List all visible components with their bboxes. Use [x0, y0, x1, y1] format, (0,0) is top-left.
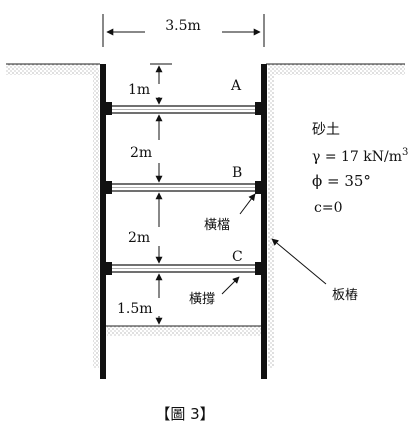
strut-c [101, 262, 266, 275]
strut-a [101, 102, 266, 115]
sheet-pile-label: 板樁 [332, 288, 358, 303]
depth-bottom-label: 1.5m [117, 301, 153, 317]
spacing-ab-label: 2m [130, 145, 152, 161]
width-label: 3.5m [165, 18, 201, 34]
depth-dimensions [150, 63, 172, 325]
soil-name: 砂土 [312, 122, 340, 138]
waler-arrow [239, 193, 256, 215]
width-dimension [102, 14, 265, 47]
strut-a-label: A [230, 78, 242, 94]
soil-friction-angle: ϕ = 35° [312, 172, 371, 190]
strut-label: 橫撐 [189, 292, 215, 307]
strut-b-label: B [232, 165, 242, 181]
strut-b [101, 181, 266, 194]
spacing-bc-label: 2m [128, 230, 150, 246]
left-sheet-pile [100, 64, 106, 379]
right-sheet-pile [261, 64, 267, 379]
strut-c-label: C [232, 249, 243, 265]
sheet-pile-arrow [271, 238, 327, 285]
waler-label: 橫檔 [204, 218, 230, 233]
soil-cohesion: c=0 [314, 200, 342, 216]
strut-arrow [221, 276, 240, 295]
figure-caption: 【圖 3】 [155, 405, 214, 423]
soil-hatch [6, 63, 405, 368]
depth-top-label: 1m [128, 82, 150, 98]
soil-unit-weight: γ = 17 kN/m3 [312, 147, 408, 165]
